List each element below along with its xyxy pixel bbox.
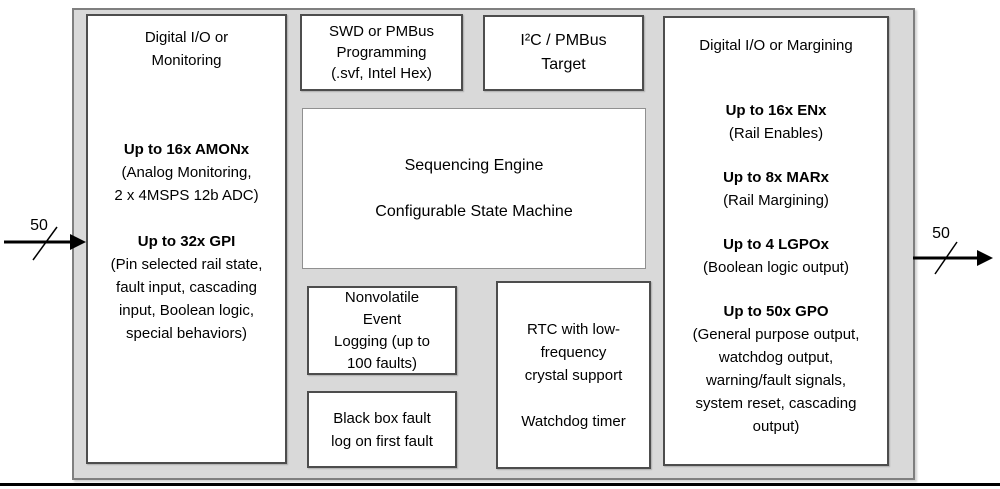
gpo-feature-group: Up to 50x GPO (General purpose output, w…: [693, 300, 860, 438]
nv-line: 100 faults): [346, 354, 418, 372]
digital-io-margining-title: Digital I/O or Margining: [699, 37, 853, 54]
rtc-line: crystal support: [524, 366, 623, 384]
gpo-detail-line: watchdog output,: [718, 349, 834, 366]
i2c-line: I²C / PMBus: [520, 32, 607, 49]
block-i2c-pmbus-target: I²C / PMBus Target: [483, 15, 644, 91]
enx-detail-line: (Rail Enables): [728, 125, 824, 142]
gpo-detail-line: system reset, cascading: [695, 395, 857, 412]
swd-line: SWD or PMBus: [328, 23, 434, 40]
gpi-heading: Up to 32x GPI: [137, 233, 236, 250]
black-box-line: Black box fault: [333, 409, 431, 427]
title-line: Digital I/O or: [144, 29, 229, 46]
gpi-detail-line: input, Boolean logic,: [118, 302, 255, 319]
enx-feature-group: Up to 16x ENx (Rail Enables): [726, 99, 827, 145]
block-nonvolatile-logging: Nonvolatile Event Logging (up to 100 fau…: [307, 286, 457, 375]
amonx-heading: Up to 16x AMONx: [123, 141, 250, 158]
lgpox-heading: Up to 4 LGPOx: [723, 236, 829, 253]
gpo-detail-line: (General purpose output,: [692, 326, 860, 343]
sequencing-engine-line: Sequencing Engine: [404, 157, 544, 174]
bottom-divider: [0, 483, 1000, 486]
gpi-detail-line: special behaviors): [126, 325, 247, 342]
block-digital-io-margining: Digital I/O or Margining Up to 16x ENx (…: [663, 16, 889, 466]
gpo-detail-line: output): [752, 418, 800, 435]
marx-feature-group: Up to 8x MARx (Rail Margining): [723, 166, 829, 212]
enx-heading: Up to 16x ENx: [725, 102, 827, 119]
state-machine-line: Configurable State Machine: [375, 203, 573, 220]
gpi-feature-group: Up to 32x GPI (Pin selected rail state, …: [111, 230, 263, 345]
block-black-box-log: Black box fault log on first fault: [307, 391, 457, 468]
lgpox-feature-group: Up to 4 LGPOx (Boolean logic output): [703, 233, 849, 279]
block-digital-io-monitoring: Digital I/O or Monitoring Up to 16x AMON…: [86, 14, 287, 464]
nv-line: Event: [362, 310, 402, 328]
nv-line: Logging (up to: [334, 332, 430, 350]
output-bus-arrow-icon: [913, 241, 993, 275]
input-bus-width-label: 50: [30, 217, 48, 234]
lgpox-detail-line: (Boolean logic output): [703, 259, 849, 276]
title-line: Monitoring: [151, 52, 222, 69]
swd-line: Programming: [336, 44, 427, 61]
swd-line: (.svf, Intel Hex): [331, 65, 432, 82]
marx-heading: Up to 8x MARx: [723, 169, 829, 186]
i2c-line: Target: [541, 56, 586, 73]
nv-line: Nonvolatile: [344, 288, 420, 306]
digital-io-monitoring-title: Digital I/O or Monitoring: [145, 26, 228, 72]
black-box-line: log on first fault: [331, 432, 433, 450]
gpi-detail-line: (Pin selected rail state,: [110, 256, 263, 273]
block-rtc-watchdog: RTC with low- frequency crystal support …: [496, 281, 651, 469]
input-bus-arrow-icon: [4, 226, 86, 261]
rtc-line: RTC with low-: [526, 320, 621, 338]
block-swd-programming: SWD or PMBus Programming (.svf, Intel He…: [300, 14, 463, 91]
block-sequencing-engine: Sequencing Engine Configurable State Mac…: [302, 108, 646, 269]
amonx-detail-line: (Analog Monitoring,: [121, 164, 252, 181]
amonx-detail-line: 2 x 4MSPS 12b ADC): [114, 187, 259, 204]
gpo-heading: Up to 50x GPO: [723, 303, 829, 320]
gpi-detail-line: fault input, cascading: [116, 279, 257, 296]
rtc-line: frequency: [540, 343, 607, 361]
amonx-feature-group: Up to 16x AMONx (Analog Monitoring, 2 x …: [114, 138, 258, 207]
output-bus-width-label: 50: [932, 225, 950, 242]
gpo-detail-line: warning/fault signals,: [705, 372, 847, 389]
marx-detail-line: (Rail Margining): [723, 192, 829, 209]
watchdog-line: Watchdog timer: [521, 412, 626, 430]
